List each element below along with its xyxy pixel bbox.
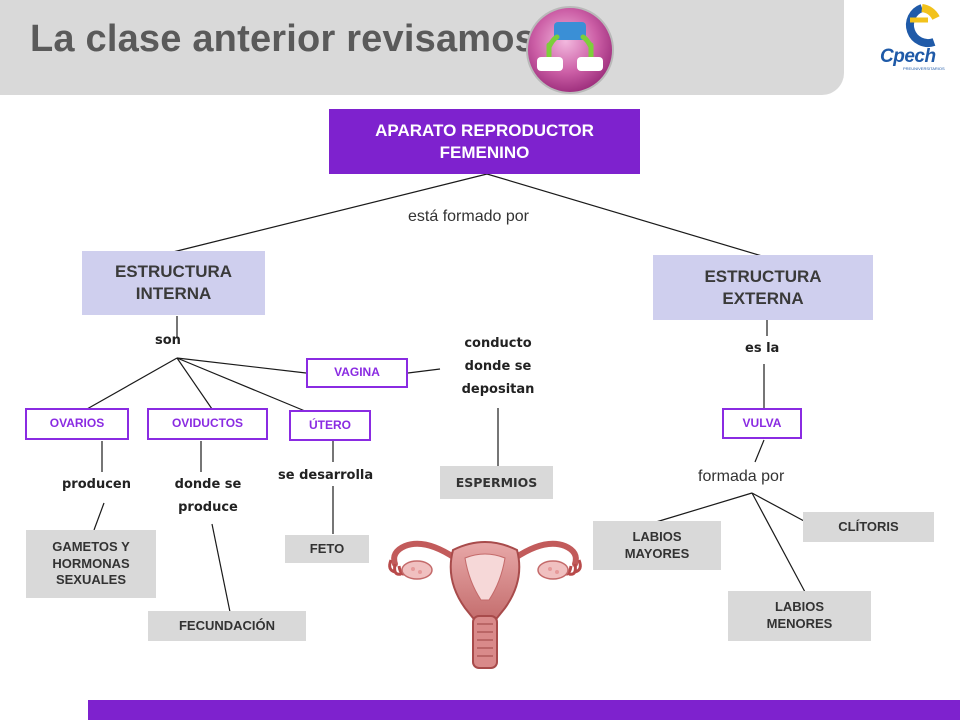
node-aparato-reproductor: APARATO REPRODUCTOR FEMENINO xyxy=(329,109,640,174)
node-estructura-externa: ESTRUCTURA EXTERNA xyxy=(653,255,873,320)
link-se-desarrolla: se desarrolla xyxy=(278,468,374,483)
node-clitoris: CLÍTORIS xyxy=(803,512,934,542)
link-es-la: es la xyxy=(745,341,780,356)
line-son-oviductos xyxy=(176,357,213,410)
line-son-ovarios xyxy=(86,357,178,410)
page-title: La clase anterior revisamos xyxy=(30,18,537,60)
line-formada-clitoris xyxy=(751,492,805,522)
node-utero: ÚTERO xyxy=(289,410,371,441)
line-vagina-conducto xyxy=(407,368,441,374)
node-feto: FETO xyxy=(285,535,369,563)
line-producen-gametos xyxy=(93,502,105,531)
line-vulva-formada xyxy=(754,439,765,463)
node-vagina: VAGINA xyxy=(306,358,408,388)
link-donde-se-produce: donde se produce xyxy=(174,477,242,515)
node-labios-menores: LABIOS MENORES xyxy=(728,591,871,641)
logo-subtext: PREUNIVERSITARIOS xyxy=(903,66,945,71)
link-producen: producen xyxy=(62,477,131,492)
link-conducto-donde-se-depositan: conducto donde se depositan xyxy=(461,336,535,397)
node-fecundacion: FECUNDACIÓN xyxy=(148,611,306,641)
line-formada-mayores xyxy=(655,492,753,523)
uterus-illustration xyxy=(388,540,582,669)
node-oviductos: OVIDUCTOS xyxy=(147,408,268,440)
line-donde-fecundacion xyxy=(211,523,231,613)
logo-text: Cpech xyxy=(880,46,936,67)
node-estructura-interna: ESTRUCTURA INTERNA xyxy=(82,251,265,315)
node-labios-mayores: LABIOS MAYORES xyxy=(593,521,721,570)
line-son-utero xyxy=(176,357,306,412)
line-root-external xyxy=(486,173,763,257)
node-vulva: VULVA xyxy=(722,408,802,439)
node-ovarios: OVARIOS xyxy=(25,408,129,440)
concept-map-icon xyxy=(526,6,614,94)
line-root-internal xyxy=(172,173,488,253)
line-son-vagina xyxy=(176,357,307,374)
line-formada-menores xyxy=(751,492,806,593)
header-bar xyxy=(0,0,844,95)
link-son: son xyxy=(155,333,181,348)
node-espermios: ESPERMIOS xyxy=(440,466,553,499)
footer-bar xyxy=(88,700,960,720)
node-gametos-hormonas: GAMETOS Y HORMONAS SEXUALES xyxy=(26,530,156,598)
link-esta-formado-por: está formado por xyxy=(408,208,529,225)
link-formada-por: formada por xyxy=(698,468,785,485)
cpech-logo-icon xyxy=(906,4,940,48)
